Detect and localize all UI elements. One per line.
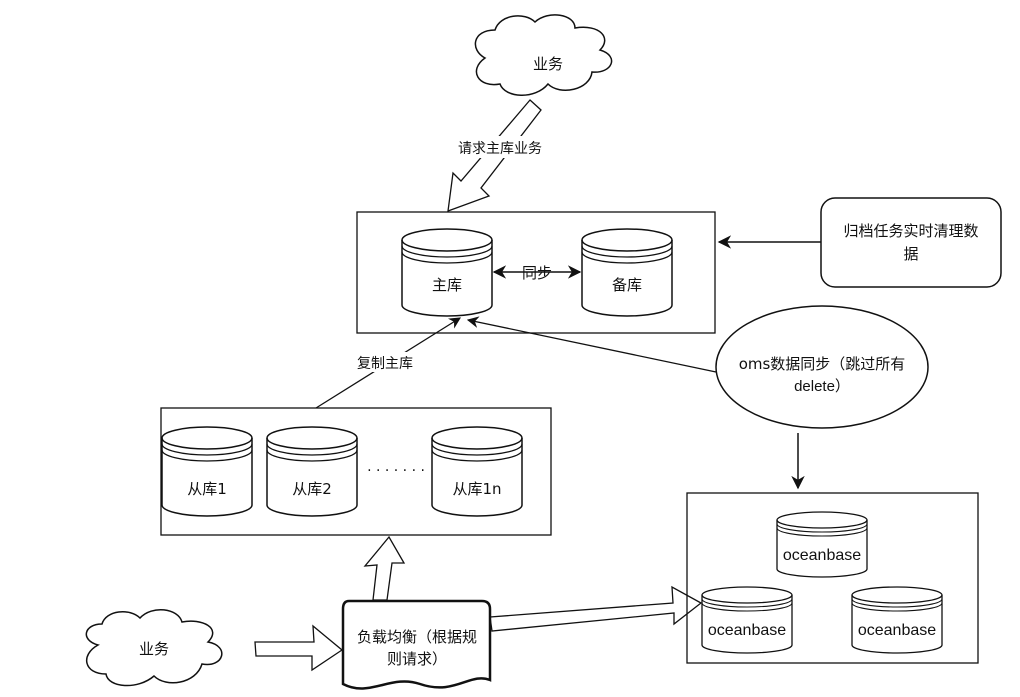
- cloud-business-top: 业务: [474, 14, 613, 96]
- load-balancer-node: 负载均衡（根据规 则请求）: [341, 599, 492, 690]
- archive-task-label-line2: 据: [903, 245, 918, 263]
- replicate-link-label: 复制主库: [357, 355, 413, 372]
- arrow-request-main-label: 请求主库业务: [458, 141, 542, 157]
- load-balancer-label-line1: 负载均衡（根据规: [357, 628, 477, 646]
- sync-link: 同步: [492, 264, 582, 282]
- oceanbase-node-1: oceanbase: [776, 511, 868, 578]
- hollow-arrow-shape: [447, 99, 542, 212]
- replica-db-n: 从库1n: [431, 426, 523, 517]
- primary-db-label: 主库: [432, 276, 462, 294]
- standby-db-label: 备库: [612, 276, 642, 294]
- arrow-cloud-to-lb: [254, 624, 344, 672]
- load-balancer-label-line2: 则请求）: [387, 650, 447, 668]
- replicate-link: 复制主库: [315, 317, 461, 409]
- cloud-business-bottom: 业务: [85, 609, 223, 687]
- oceanbase-node-2-label: oceanbase: [708, 622, 786, 639]
- oceanbase-node-3: oceanbase: [851, 586, 943, 654]
- oceanbase-node-3-label: oceanbase: [858, 622, 936, 639]
- oms-sync-node: oms数据同步（跳过所有 delete）: [715, 305, 929, 429]
- oms-sync-label-line1: oms数据同步（跳过所有: [739, 355, 906, 373]
- replica-ellipsis: · · · · · · ·: [367, 463, 425, 479]
- replica-group-container: [160, 407, 552, 536]
- primary-group-container: [356, 211, 716, 334]
- oms-to-primary-arrow: [466, 316, 717, 373]
- cloud-bottom-label: 业务: [139, 640, 169, 658]
- standby-db: 备库: [581, 228, 673, 317]
- arrow-request-main: 请求主库业务: [447, 99, 554, 212]
- archive-task-box: 归档任务实时清理数 据: [820, 197, 1002, 288]
- oms-sync-label-line2: delete）: [794, 378, 850, 395]
- replica-db-2-label: 从库2: [292, 480, 332, 498]
- cloud-icon: [85, 609, 223, 687]
- oceanbase-node-1-label: oceanbase: [783, 547, 861, 564]
- primary-db: 主库: [401, 228, 493, 317]
- replica-db-1: 从库1: [161, 426, 253, 517]
- replica-db-n-label: 从库1n: [452, 480, 501, 498]
- oceanbase-node-2: oceanbase: [701, 586, 793, 654]
- archive-task-label: 归档任务实时清理数: [843, 222, 978, 240]
- sync-link-label: 同步: [522, 264, 552, 282]
- oceanbase-group-container: [686, 492, 979, 664]
- cloud-top-label: 业务: [533, 55, 563, 73]
- arrow-lb-to-oceanbase: [489, 585, 703, 632]
- replica-db-1-label: 从库1: [187, 480, 227, 498]
- cloud-icon: [474, 14, 613, 96]
- arrow-lb-to-replicas: [363, 535, 406, 601]
- replica-db-2: 从库2: [266, 426, 358, 517]
